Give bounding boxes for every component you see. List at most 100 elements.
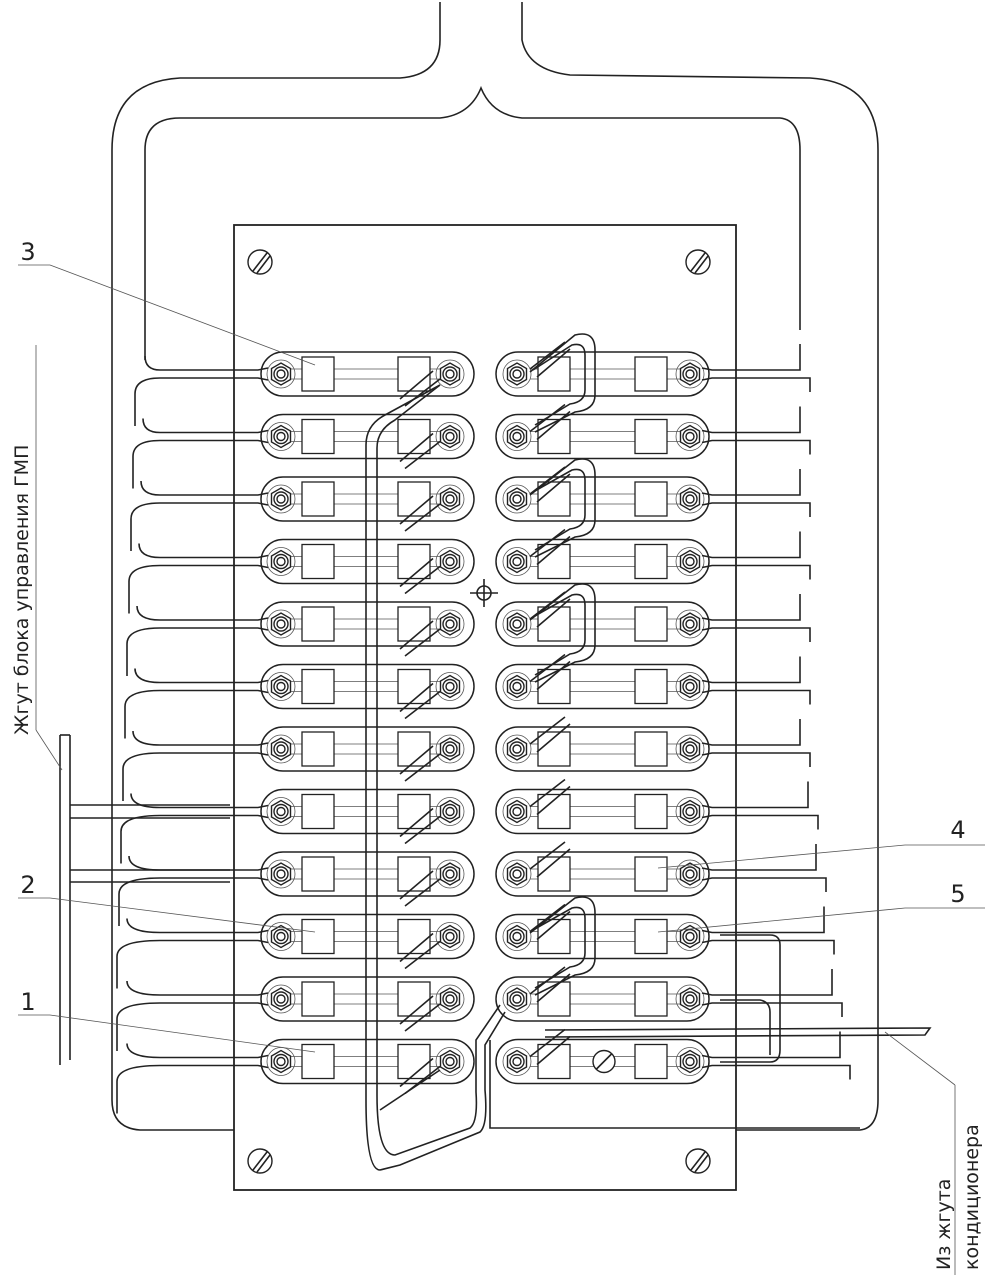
left-connector-block (397, 856, 431, 892)
left-connector-block (397, 543, 431, 580)
mounting-screw-icon (685, 1148, 711, 1174)
right-terminal-strip (495, 351, 710, 397)
right-jumper-loops (529, 333, 596, 996)
right-connector-block (634, 856, 668, 892)
left-connector-block (397, 731, 431, 767)
right-terminal-strip (495, 538, 710, 585)
right-wire (748, 656, 801, 684)
right-wire (748, 906, 825, 934)
right-jumper-lug (529, 778, 571, 816)
right-ring-lug (701, 492, 748, 506)
right-outer-nut (675, 797, 705, 826)
left-connector-block (397, 356, 431, 392)
left-connector-block (301, 543, 335, 580)
left-connector-block (301, 606, 335, 642)
left-wire (144, 355, 222, 371)
left-wire (132, 730, 222, 746)
left-connector-block (397, 1043, 431, 1080)
left-ring-lug (222, 679, 269, 694)
mounting-screw-icon (685, 249, 711, 275)
left-ring-lug (222, 804, 269, 819)
left-outer-nut (266, 672, 296, 701)
right-ring-lug (701, 929, 748, 944)
right-inner-nut (502, 797, 532, 826)
right-connector-block (634, 793, 668, 830)
left-wire (126, 980, 222, 996)
right-connector-block (537, 856, 571, 892)
right-inner-nut (502, 547, 532, 576)
harness-right-label-line1: Из жгута (933, 1179, 955, 1270)
left-outer-nut (266, 734, 296, 764)
right-wire (748, 531, 801, 559)
left-side-harness (59, 734, 230, 1065)
callout-5: 5 (950, 880, 965, 908)
left-wire (126, 918, 222, 934)
left-ring-lug (222, 1054, 269, 1069)
left-connector-block (301, 1043, 335, 1080)
left-wire (142, 418, 222, 434)
left-connector-block (397, 918, 431, 955)
right-ring-lug (701, 742, 748, 756)
left-wire (130, 502, 222, 551)
left-connector-block (301, 481, 335, 517)
terminal-row (120, 778, 819, 864)
right-inner-nut (502, 984, 532, 1014)
left-inner-nut (435, 547, 465, 576)
terminal-row (118, 841, 827, 926)
left-inner-nut (435, 484, 465, 514)
right-wire (748, 594, 801, 621)
left-outer-nut (266, 984, 296, 1014)
right-ring-lug (701, 554, 748, 569)
terminal-row (126, 591, 811, 676)
right-wire (748, 1064, 851, 1080)
right-connector-block (634, 606, 668, 642)
right-outer-nut (675, 484, 705, 514)
right-connector-block (634, 1043, 668, 1080)
right-inner-nut (502, 734, 532, 764)
callout-2: 2 (20, 871, 35, 899)
right-ring-lug (701, 367, 748, 381)
right-wire (748, 564, 811, 580)
left-outer-nut (266, 609, 296, 639)
left-ring-lug (222, 617, 269, 631)
callout-1: 1 (20, 988, 35, 1016)
left-ring-lug (222, 929, 269, 944)
right-ring-lug (701, 992, 748, 1006)
left-connector-block (397, 668, 431, 705)
left-wire (126, 1043, 222, 1059)
left-jumper-lug (399, 745, 441, 782)
left-inner-nut (435, 734, 465, 764)
left-ring-lug (222, 367, 269, 381)
right-wire (748, 406, 801, 434)
right-wire (748, 439, 811, 455)
right-outer-nut (675, 672, 705, 701)
left-outer-nut (266, 547, 296, 576)
right-outer-nut (675, 422, 705, 451)
right-terminal-strip (495, 476, 710, 522)
right-terminal-strip (495, 601, 710, 647)
right-wire (748, 627, 811, 642)
left-jumper-lug (399, 807, 441, 845)
left-outer-nut (266, 859, 296, 889)
right-inner-nut (502, 359, 532, 389)
left-outer-nut (266, 922, 296, 951)
right-inner-nut (502, 422, 532, 451)
left-wire (116, 1002, 222, 1051)
right-wire (748, 814, 819, 830)
right-terminal-strip (495, 663, 710, 710)
harness-right-label-line2: кондиционера (961, 1124, 983, 1270)
left-jumper-lug (399, 495, 441, 532)
left-wire (120, 814, 222, 864)
left-jumper-lug (399, 557, 441, 595)
left-ring-lug (222, 742, 269, 756)
right-ring-lug (701, 867, 748, 881)
right-jumper-lug (529, 903, 571, 941)
right-terminal-strip (495, 726, 710, 772)
right-wire (748, 502, 811, 517)
right-jumper-lug (529, 1028, 571, 1066)
right-outer-nut (675, 609, 705, 639)
left-connector-block (301, 856, 335, 892)
left-jumper-harness (365, 384, 506, 1171)
left-inner-nut (435, 797, 465, 826)
